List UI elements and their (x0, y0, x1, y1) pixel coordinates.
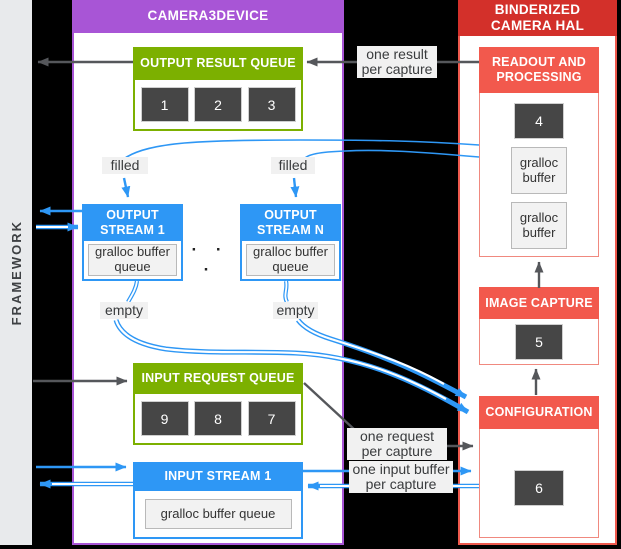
framework-label: FRAMEWORK (8, 219, 24, 326)
configuration: CONFIGURATION 6 (479, 396, 599, 538)
request-slot-9: 9 (140, 401, 189, 436)
camera3device-title: CAMERA3DEVICE (72, 0, 344, 33)
output-stream-1-title: OUTPUT STREAM 1 (82, 204, 183, 241)
image-capture-title: IMAGE CAPTURE (479, 287, 599, 319)
input-request-queue: INPUT REQUEST QUEUE 9 8 7 (133, 363, 303, 445)
output-result-queue-title: OUTPUT RESULT QUEUE (133, 47, 303, 80)
input-stream-1-title: INPUT STREAM 1 (133, 462, 303, 491)
gralloc-buffer-queue: gralloc buffer queue (88, 244, 177, 276)
output-stream-n: OUTPUT STREAM N gralloc buffer queue (240, 204, 341, 281)
readout-slot-4: 4 (514, 103, 564, 139)
one-input-buffer-per-capture-label: one input buffer per capture (349, 461, 453, 494)
empty-label-1: empty (100, 302, 148, 320)
gralloc-buffer: gralloc buffer (511, 202, 567, 249)
gralloc-buffer-queue: gralloc buffer queue (246, 244, 335, 276)
filled-label-2: filled (271, 157, 315, 175)
ellipsis: · · · (191, 240, 229, 279)
result-slot-2: 2 (194, 87, 242, 122)
image-capture: IMAGE CAPTURE 5 (479, 287, 599, 365)
gralloc-buffer-queue: gralloc buffer queue (144, 499, 292, 529)
configuration-title: CONFIGURATION (479, 396, 599, 429)
one-request-per-capture-label: one request per capture (347, 428, 447, 461)
readout-and-processing: READOUT AND PROCESSING 4 gralloc buffer … (479, 47, 599, 257)
output-stream-n-title: OUTPUT STREAM N (240, 204, 341, 241)
request-slot-8: 8 (194, 401, 242, 436)
config-slot-6: 6 (514, 470, 564, 506)
gralloc-buffer: gralloc buffer (511, 147, 567, 194)
capture-slot-5: 5 (515, 323, 563, 360)
input-stream-1: INPUT STREAM 1 gralloc buffer queue (133, 462, 303, 539)
one-result-per-capture-label: one result per capture (357, 46, 437, 79)
filled-label-1: filled (102, 157, 148, 175)
binderized-hal-title: BINDERIZED CAMERA HAL (458, 0, 617, 36)
request-slot-7: 7 (247, 401, 296, 436)
result-slot-3: 3 (247, 87, 296, 122)
input-request-queue-title: INPUT REQUEST QUEUE (133, 363, 303, 394)
output-stream-1: OUTPUT STREAM 1 gralloc buffer queue (82, 204, 183, 281)
result-slot-1: 1 (140, 87, 189, 122)
empty-label-2: empty (273, 302, 318, 320)
readout-title: READOUT AND PROCESSING (479, 47, 599, 93)
output-result-queue: OUTPUT RESULT QUEUE 1 2 3 (133, 47, 303, 131)
framework-rail: FRAMEWORK (0, 0, 32, 545)
